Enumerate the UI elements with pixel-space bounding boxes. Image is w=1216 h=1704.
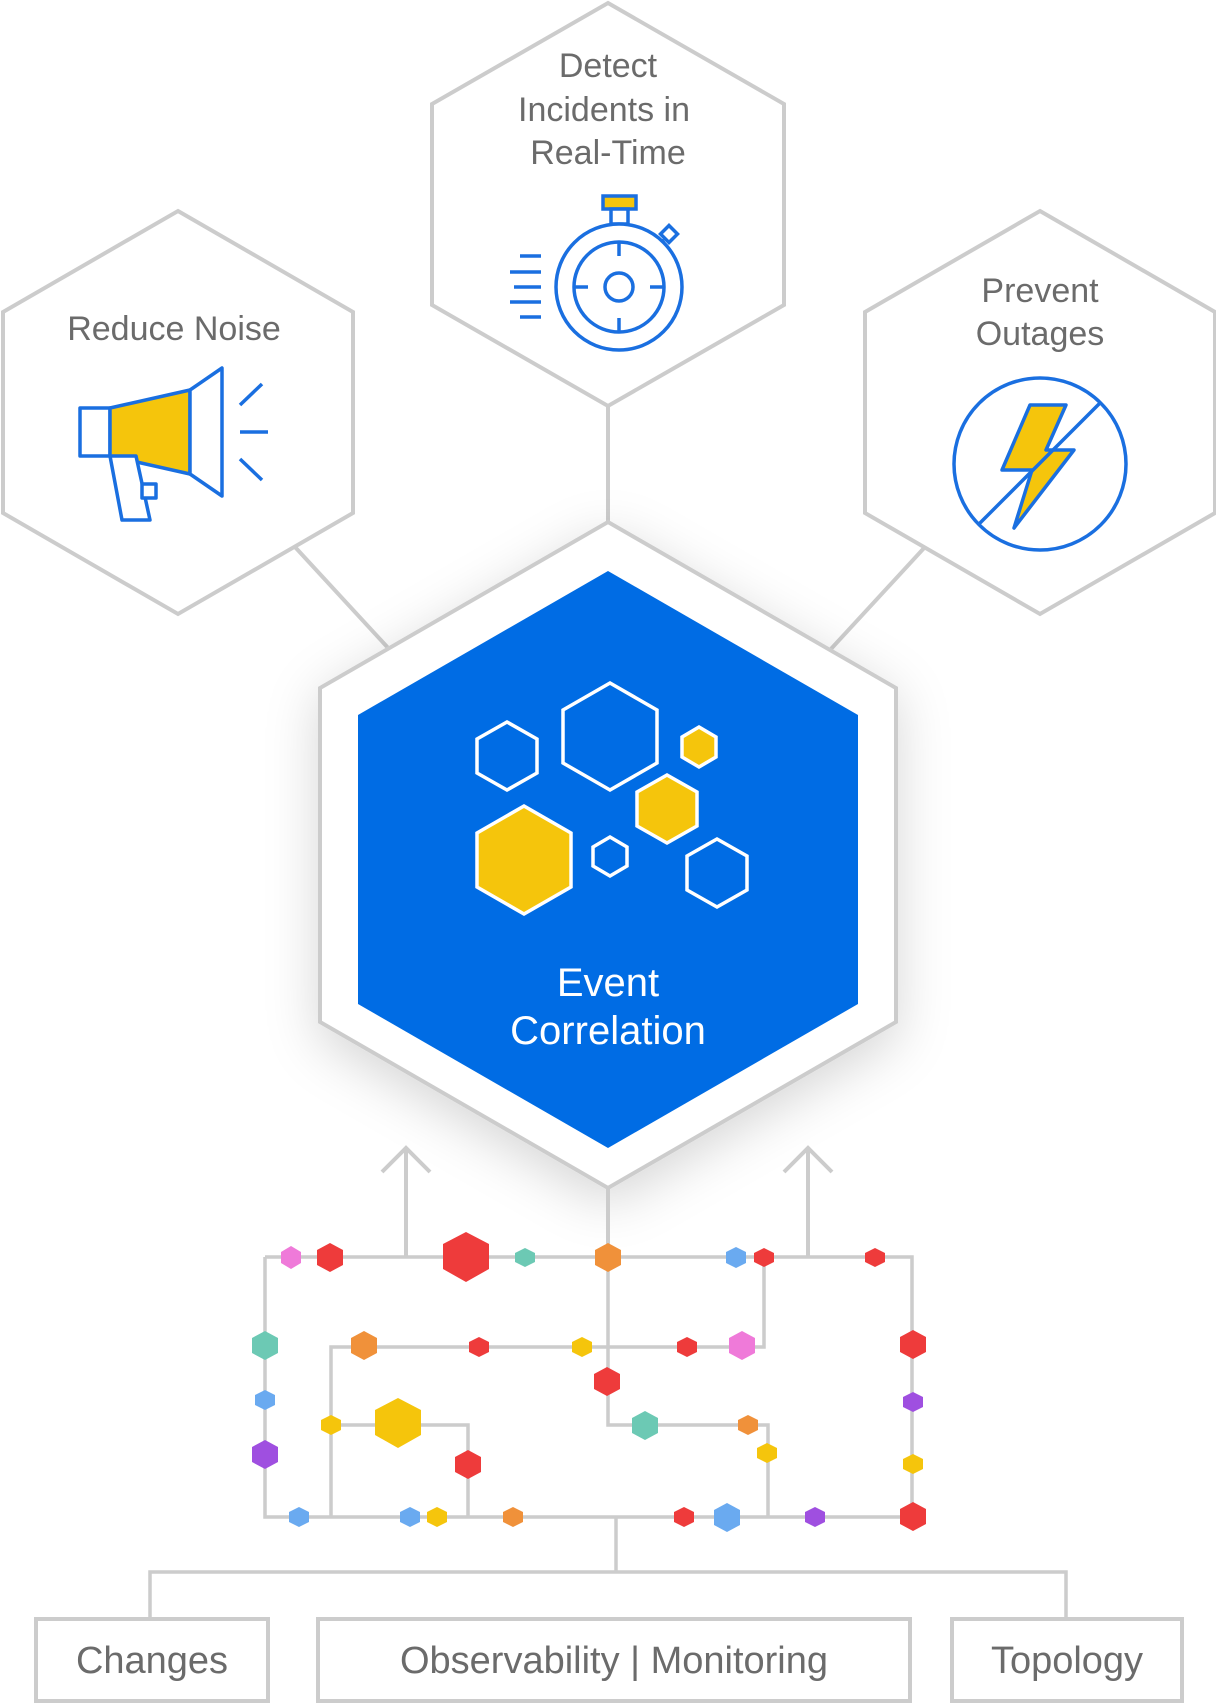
event-node xyxy=(321,1415,341,1435)
prevent-outages-line-1: Prevent xyxy=(981,272,1099,310)
event-node xyxy=(400,1507,420,1527)
source-observability-monitoring: Observability | Monitoring xyxy=(316,1617,912,1703)
event-node xyxy=(594,1367,620,1396)
event-node xyxy=(503,1507,523,1527)
event-node xyxy=(572,1337,592,1357)
event-node xyxy=(865,1248,885,1267)
event-node xyxy=(255,1390,275,1410)
source-changes-label: Changes xyxy=(76,1640,228,1682)
event-node xyxy=(252,1440,278,1469)
event-nodes xyxy=(252,1232,926,1532)
event-node xyxy=(674,1507,694,1527)
hexagon-cluster-icon xyxy=(475,680,749,917)
detect-incidents-line-3: Real-Time xyxy=(530,134,686,172)
source-topology-label: Topology xyxy=(991,1640,1143,1682)
core-title-line-1: Event xyxy=(557,961,659,1005)
event-node xyxy=(351,1331,377,1360)
stopwatch-icon xyxy=(510,194,684,352)
top-connectors xyxy=(293,405,927,652)
input-arrows xyxy=(380,1145,834,1257)
event-node xyxy=(317,1243,343,1272)
event-node xyxy=(427,1507,447,1527)
arrow-right-head xyxy=(782,1145,834,1174)
event-node xyxy=(595,1243,621,1272)
benefit-detect-incidents: Detect Incidents in Real-Time xyxy=(430,0,786,409)
event-node xyxy=(754,1248,774,1267)
event-node xyxy=(900,1330,926,1359)
event-node xyxy=(677,1337,697,1357)
event-node xyxy=(726,1247,746,1268)
event-node xyxy=(805,1507,825,1527)
event-node xyxy=(903,1454,923,1474)
no-power-icon xyxy=(952,376,1128,552)
prevent-outages-line-2: Outages xyxy=(976,315,1105,353)
event-node xyxy=(469,1337,489,1357)
event-node xyxy=(738,1415,758,1435)
reduce-noise-label: Reduce Noise xyxy=(67,310,281,348)
arrow-left-head xyxy=(380,1145,432,1174)
event-node xyxy=(289,1507,309,1527)
source-boxes: Changes Observability | Monitoring Topol… xyxy=(34,1617,1184,1703)
source-changes: Changes xyxy=(34,1617,270,1703)
core-event-correlation: Event Correlation xyxy=(318,519,898,1191)
event-node xyxy=(714,1503,740,1532)
source-topology: Topology xyxy=(950,1617,1184,1703)
core-title-line-2: Correlation xyxy=(510,1009,706,1053)
event-node xyxy=(903,1392,923,1412)
event-node xyxy=(515,1248,535,1267)
source-observability-label: Observability | Monitoring xyxy=(400,1640,828,1682)
event-node xyxy=(443,1232,489,1282)
event-node xyxy=(455,1450,481,1479)
detect-incidents-line-1: Detect xyxy=(559,47,658,85)
event-node xyxy=(729,1331,755,1360)
event-node xyxy=(900,1502,926,1531)
benefit-reduce-noise: Reduce Noise xyxy=(1,208,355,617)
event-node xyxy=(757,1443,777,1463)
event-network xyxy=(148,1255,1068,1617)
event-node xyxy=(375,1398,421,1448)
megaphone-icon xyxy=(78,366,268,522)
event-node xyxy=(632,1411,658,1440)
event-node xyxy=(252,1331,278,1360)
benefit-prevent-outages: Prevent Outages xyxy=(863,208,1216,617)
event-node xyxy=(281,1246,301,1269)
detect-incidents-line-2: Incidents in xyxy=(518,91,690,129)
